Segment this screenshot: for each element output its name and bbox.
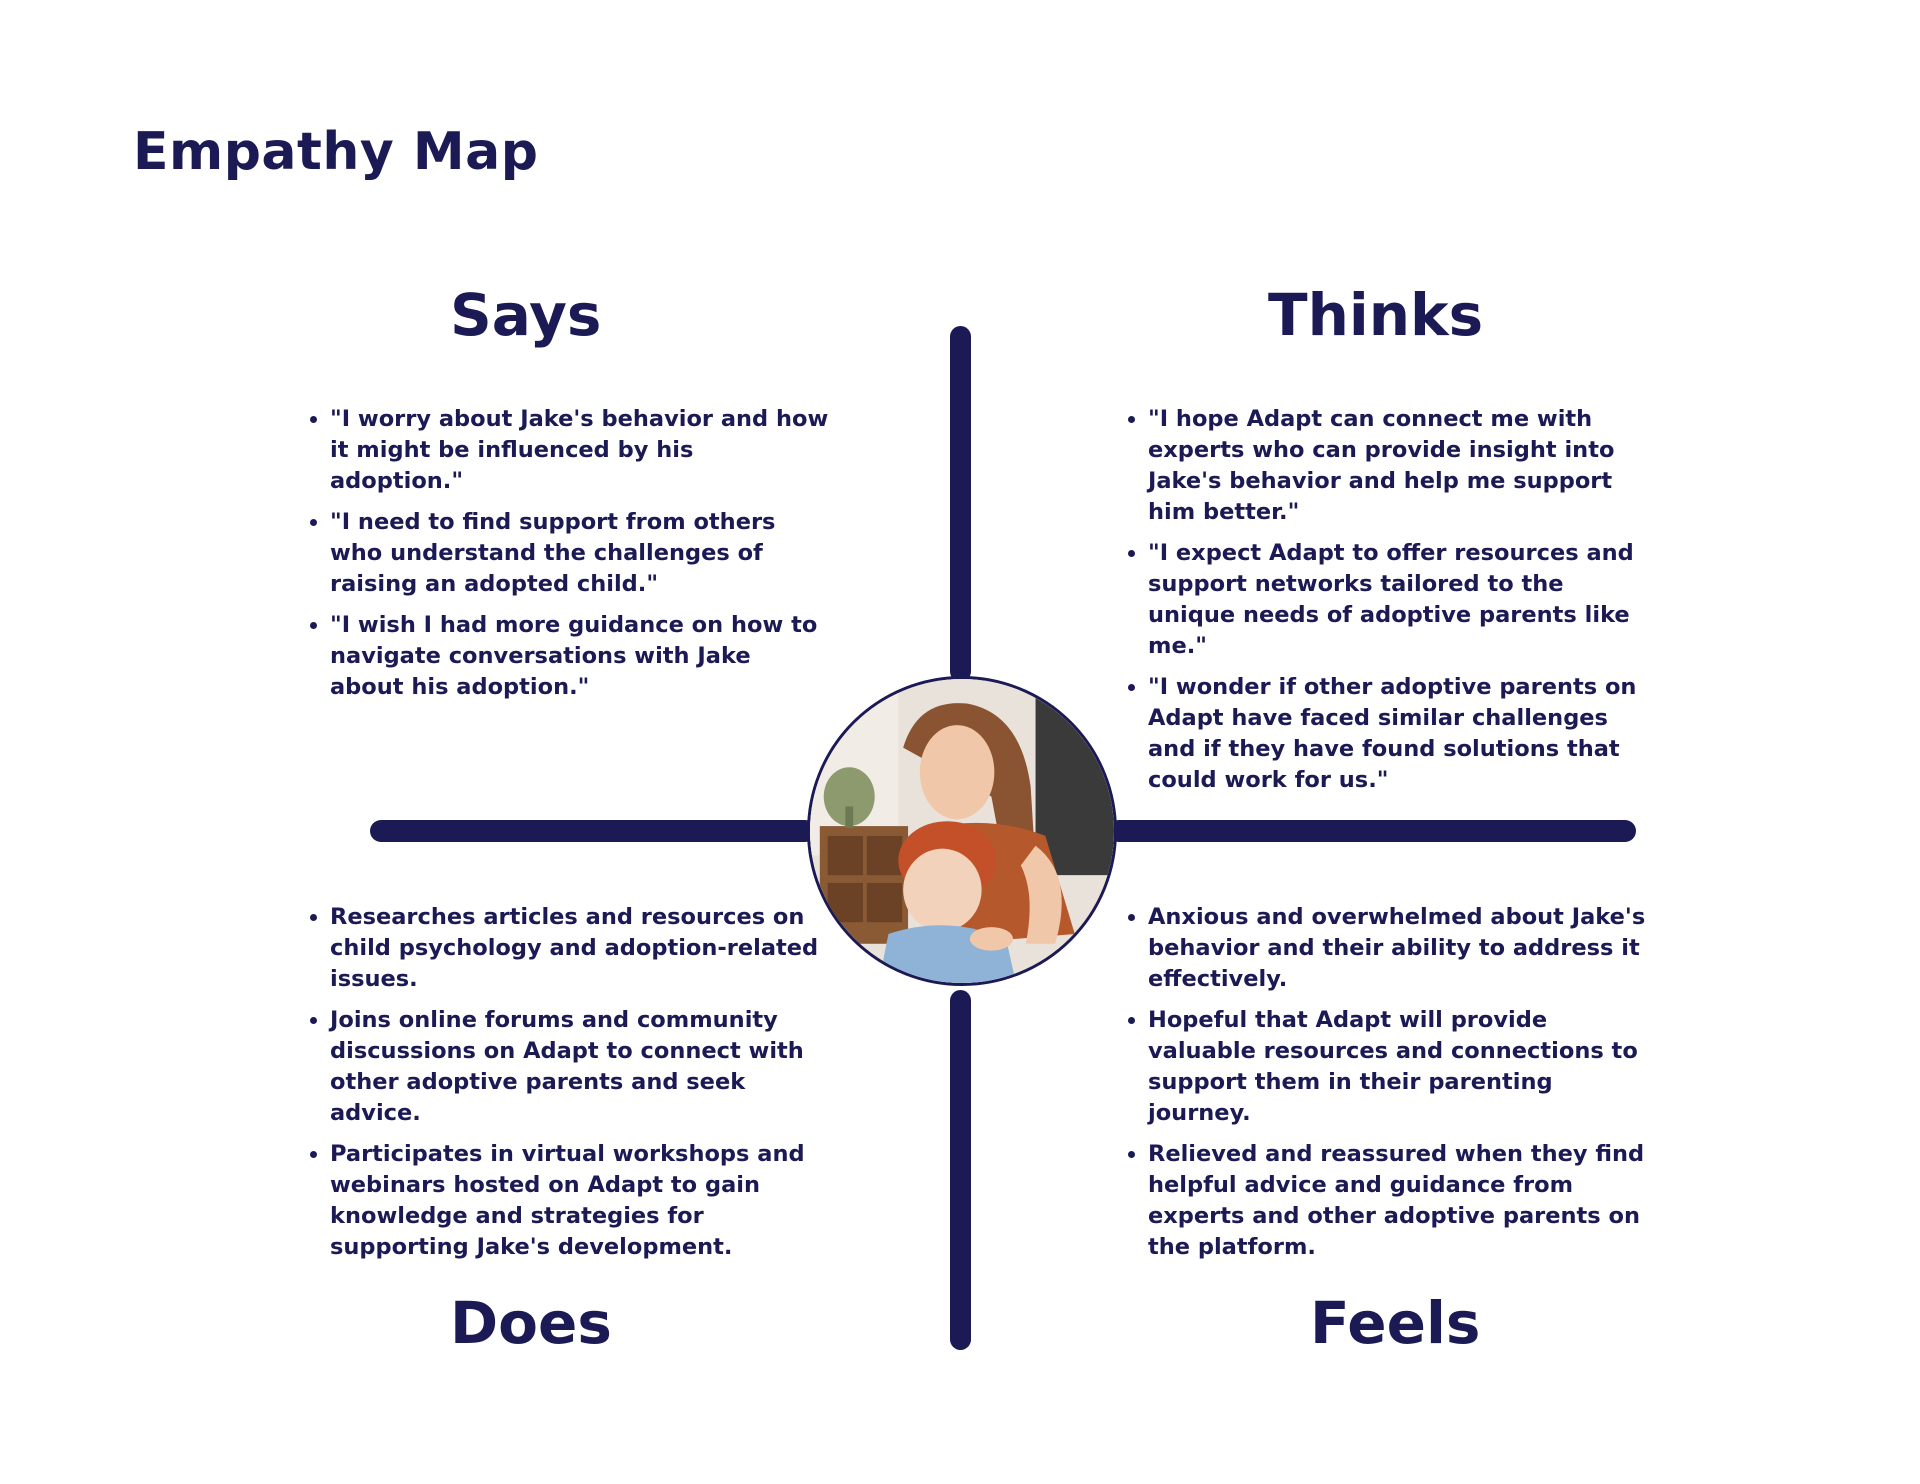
thinks-item: "I wonder if other adoptive parents on A… [1148, 672, 1648, 796]
feels-list: Anxious and overwhelmed about Jake's beh… [1124, 902, 1658, 1273]
vertical-axis-top [950, 326, 971, 682]
photo-illustration-icon [810, 679, 1114, 983]
feels-item: Relieved and reassured when they find he… [1148, 1139, 1658, 1263]
feels-heading: Feels [1310, 1289, 1481, 1357]
vertical-axis-bottom [950, 990, 971, 1350]
says-item: "I worry about Jake's behavior and how i… [330, 404, 830, 497]
says-item: "I wish I had more guidance on how to na… [330, 610, 830, 703]
feels-item: Hopeful that Adapt will provide valuable… [1148, 1005, 1658, 1129]
thinks-heading: Thinks [1268, 281, 1484, 349]
does-item: Participates in virtual workshops and we… [330, 1139, 840, 1263]
thinks-list: "I hope Adapt can connect me with expert… [1124, 404, 1648, 806]
says-heading: Says [450, 281, 602, 349]
parent-and-child-photo [807, 676, 1117, 986]
says-item: "I need to find support from others who … [330, 507, 830, 600]
does-item: Researches articles and resources on chi… [330, 902, 840, 995]
thinks-item: "I hope Adapt can connect me with expert… [1148, 404, 1648, 528]
page-title: Empathy Map [133, 122, 539, 182]
does-heading: Does [450, 1289, 612, 1357]
horizontal-axis-left [370, 820, 816, 842]
feels-item: Anxious and overwhelmed about Jake's beh… [1148, 902, 1658, 995]
thinks-item: "I expect Adapt to offer resources and s… [1148, 538, 1648, 662]
does-item: Joins online forums and community discus… [330, 1005, 840, 1129]
horizontal-axis-right [1108, 820, 1636, 842]
says-list: "I worry about Jake's behavior and how i… [306, 404, 830, 713]
does-list: Researches articles and resources on chi… [306, 902, 840, 1273]
